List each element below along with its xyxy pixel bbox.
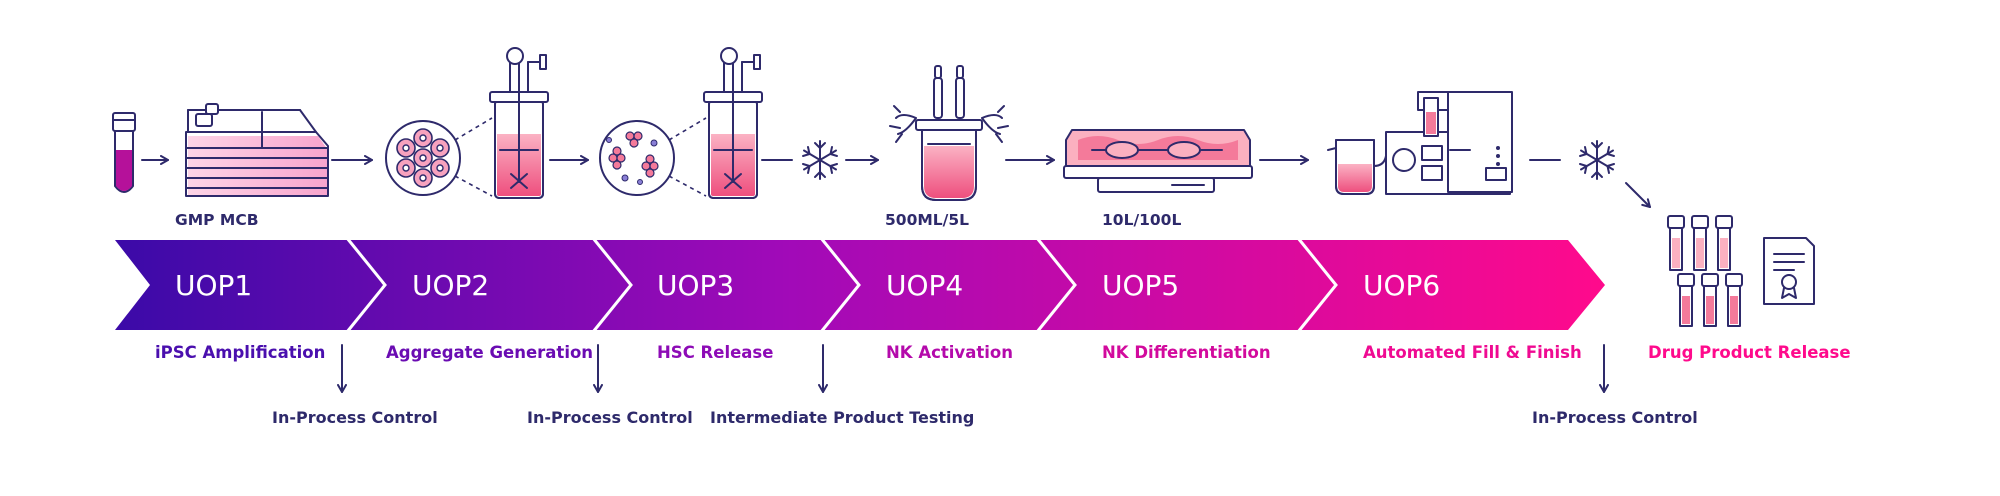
stirred-bioreactor-icon <box>889 65 1009 201</box>
aggregate-icon <box>385 117 493 197</box>
stage-code-uop3: UOP3 <box>657 269 734 302</box>
hsc-cells-icon <box>599 117 707 197</box>
control-label-4: In-Process Control <box>1532 408 1698 427</box>
stage-label-uop1: iPSC Amplification <box>155 343 325 362</box>
flow-arrows <box>141 155 1651 208</box>
wave-bioreactor-icon <box>1063 129 1253 193</box>
control-label-2: In-Process Control <box>527 408 693 427</box>
stage-label-uop5: NK Differentiation <box>1102 343 1271 362</box>
stage-code-uop6: UOP6 <box>1363 269 1440 302</box>
product-vials-icon <box>1667 215 1743 327</box>
certificate-icon <box>1763 237 1815 305</box>
drug-product-release-label: Drug Product Release <box>1648 343 1851 362</box>
snowflake-icon-2 <box>1579 140 1615 180</box>
stage-code-uop1: UOP1 <box>175 269 252 302</box>
control-label-1: In-Process Control <box>272 408 438 427</box>
cell-culture-plate-icon <box>185 103 329 197</box>
caption-gmp-mcb: GMP MCB <box>175 211 259 229</box>
stage-code-uop2: UOP2 <box>412 269 489 302</box>
stage-label-uop2: Aggregate Generation <box>386 343 593 362</box>
stage-label-uop4: NK Activation <box>886 343 1013 362</box>
caption-10l-100l: 10L/100L <box>1102 211 1181 229</box>
caption-500ml-5l: 500ML/5L <box>885 211 969 229</box>
stage-band <box>115 237 1605 333</box>
stage-label-uop3: HSC Release <box>657 343 773 362</box>
stage-label-uop6: Automated Fill & Finish <box>1363 343 1582 362</box>
snowflake-icon <box>802 140 838 180</box>
bioreactor-icon-2 <box>703 47 763 199</box>
stage-code-uop4: UOP4 <box>886 269 963 302</box>
bioreactor-icon <box>489 47 549 199</box>
fill-finish-machine-icon <box>1327 91 1513 195</box>
vial-icon <box>112 112 136 193</box>
stage-code-uop5: UOP5 <box>1102 269 1179 302</box>
control-label-3: Intermediate Product Testing <box>710 408 974 427</box>
